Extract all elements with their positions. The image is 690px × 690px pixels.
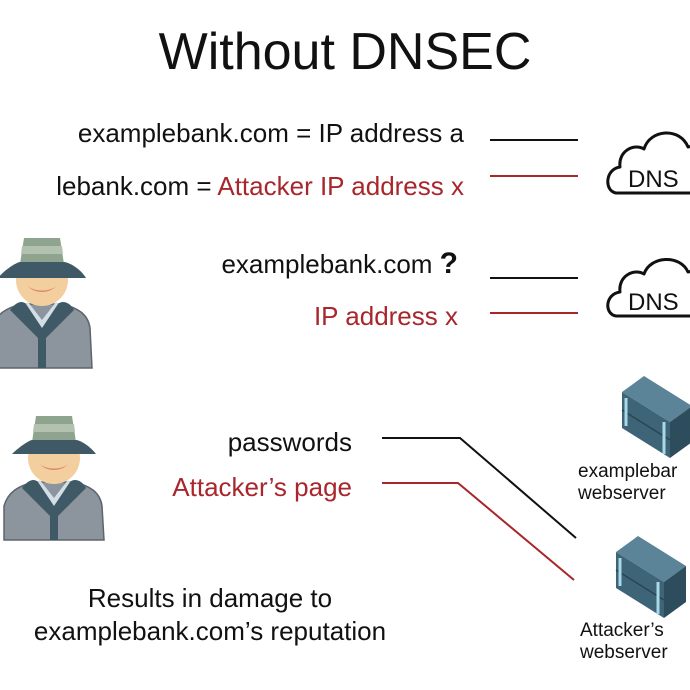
attacker-server-label-line2: webserver — [580, 642, 668, 663]
examplebank-server-label: examplebar webserver — [578, 461, 677, 505]
passwords-label: passwords — [227, 427, 352, 457]
examplebank-server-label-line2: webserver — [578, 483, 666, 504]
attacker-server-label: Attacker’s webserver — [580, 620, 668, 664]
hacker-avatar-icon — [0, 238, 93, 369]
attacker-page-label: Attacker’s page — [172, 472, 352, 502]
examplebank-server-label-line1: examplebar — [578, 461, 678, 482]
dns-response: IP address x — [313, 301, 458, 331]
attacker-server-icon — [615, 536, 686, 618]
dns-cloud-icon — [606, 258, 690, 318]
question-mark: ? — [439, 247, 458, 280]
passwords-line — [382, 437, 577, 539]
dns-query-domain: examplebank.com — [221, 249, 433, 279]
consequence-line1: Results in damage to — [87, 583, 333, 613]
dns-query: examplebank.com ? — [221, 247, 458, 280]
dns-cloud-icon — [606, 131, 690, 195]
dns-record-poisoned-prefix: lebank.com = — [56, 171, 218, 201]
page-title: Without DNSEC — [158, 23, 532, 81]
attacker-page-line — [382, 482, 575, 581]
consequence-line2: examplebank.com’s reputation — [33, 616, 387, 646]
dns-record-poisoned-value: Attacker IP address x — [217, 171, 464, 201]
dns-record-poisoned: lebank.com = Attacker IP address x — [56, 171, 464, 201]
hacker-avatar-icon — [3, 416, 105, 541]
examplebank-server-icon — [621, 376, 690, 458]
dns-cloud-label: DNS — [628, 166, 679, 193]
dns-record-legit: examplebank.com = IP address a — [77, 118, 464, 148]
dns-cloud-label: DNS — [628, 289, 679, 316]
attacker-server-label-line1: Attacker’s — [580, 620, 664, 641]
